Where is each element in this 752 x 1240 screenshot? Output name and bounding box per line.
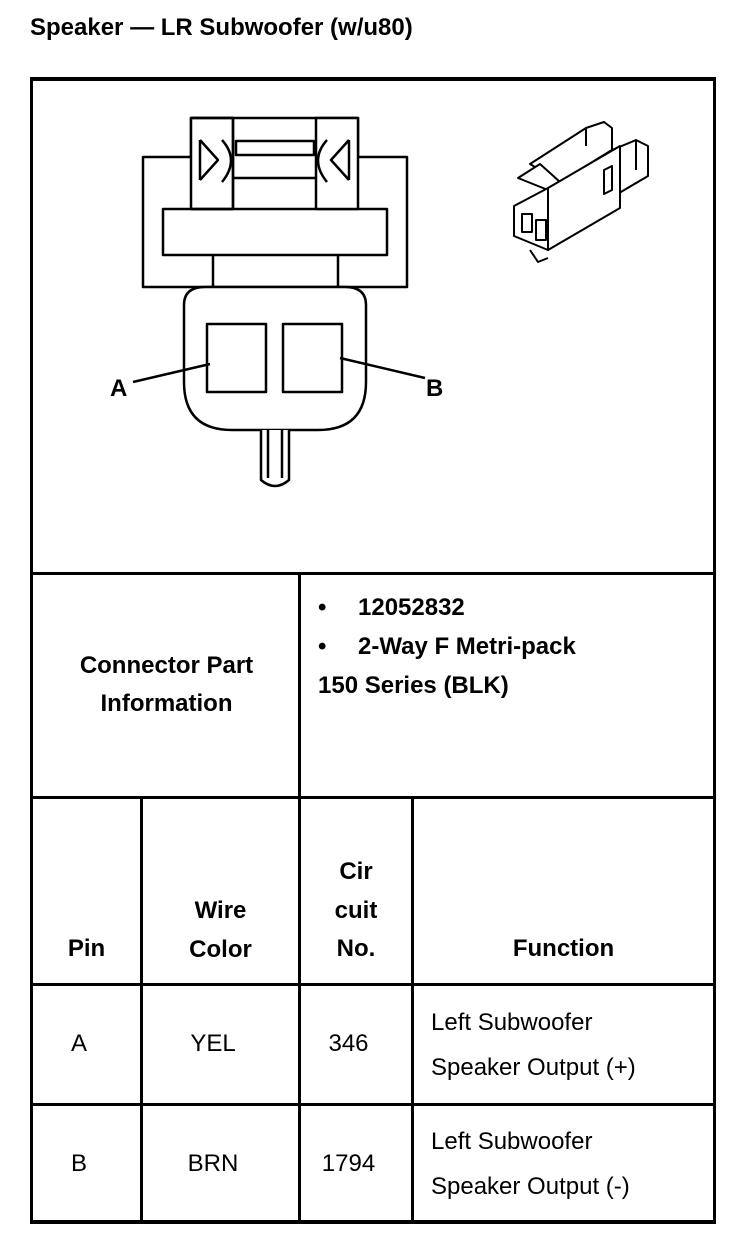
header-circuit-no: Cir cuit No. [301, 853, 411, 969]
divider-header-row [30, 983, 716, 986]
table-row-b-pin: B [70, 1150, 87, 1177]
connector-table-frame [30, 77, 716, 1224]
function-line2: Speaker Output (-) [431, 1173, 630, 1200]
divider-circuit-column [411, 796, 414, 1224]
divider-color-column [298, 796, 301, 1224]
divider-row-a [30, 1103, 716, 1106]
function-line1: Left Subwoofer [431, 1009, 593, 1036]
function-line1: Left Subwoofer [431, 1128, 593, 1155]
connector-info-item: • 12052832 [318, 588, 708, 627]
connector-series: 150 Series (BLK) [318, 672, 509, 699]
connector-info-label: Connector Part Information [33, 647, 300, 723]
table-row-b-circuit: 1794 [321, 1150, 376, 1177]
connector-info-item: 150 Series (BLK) [318, 666, 708, 705]
connector-3d-view [513, 121, 649, 263]
connector-type: 2-Way F Metri-pack [358, 633, 576, 660]
header-wire-color: Wire Color [143, 892, 298, 969]
table-row-b-function: Left Subwoofer Speaker Output (-) [431, 1119, 630, 1209]
table-row-b-wire-color: BRN [187, 1150, 239, 1177]
pin-label-a: A [110, 375, 127, 402]
connector-info-item: • 2-Way F Metri-pack [318, 627, 708, 666]
connector-info-label-line1: Connector Part [79, 652, 254, 679]
bullet: • [318, 594, 327, 621]
bullet: • [318, 633, 327, 660]
pin-label-b: B [426, 375, 443, 402]
table-row-a-wire-color: YEL [190, 1030, 236, 1057]
header-function-text: Function [512, 935, 615, 962]
connector-info-list: • 12052832 • 2-Way F Metri-pack 150 Series… [318, 588, 708, 705]
connector-info-label-line2: Information [100, 690, 233, 717]
header-circuit-line1: Cir [339, 858, 373, 885]
page-title: Speaker — LR Subwoofer (w/u80) [30, 14, 413, 41]
header-circuit-line3: No. [336, 935, 376, 962]
divider-diagram-info [30, 572, 716, 575]
table-row-a-circuit: 346 [328, 1030, 369, 1057]
header-circuit-line2: cuit [334, 896, 378, 924]
header-function: Function [414, 930, 713, 969]
connector-face-view [132, 116, 426, 488]
table-row-a-pin: A [70, 1030, 87, 1057]
part-number: 12052832 [358, 594, 465, 621]
divider-pin-column [140, 796, 143, 1224]
header-pin: Pin [33, 930, 140, 969]
connector-diagram: A B [110, 116, 649, 488]
divider-info-column [298, 572, 301, 798]
table-row-a-function: Left Subwoofer Speaker Output (+) [431, 1000, 636, 1090]
header-wire-color-line1: Wire [194, 897, 247, 924]
function-line2: Speaker Output (+) [431, 1054, 636, 1081]
divider-info-table [30, 796, 716, 799]
header-wire-color-line2: Color [189, 935, 252, 963]
header-pin-text: Pin [67, 935, 106, 962]
